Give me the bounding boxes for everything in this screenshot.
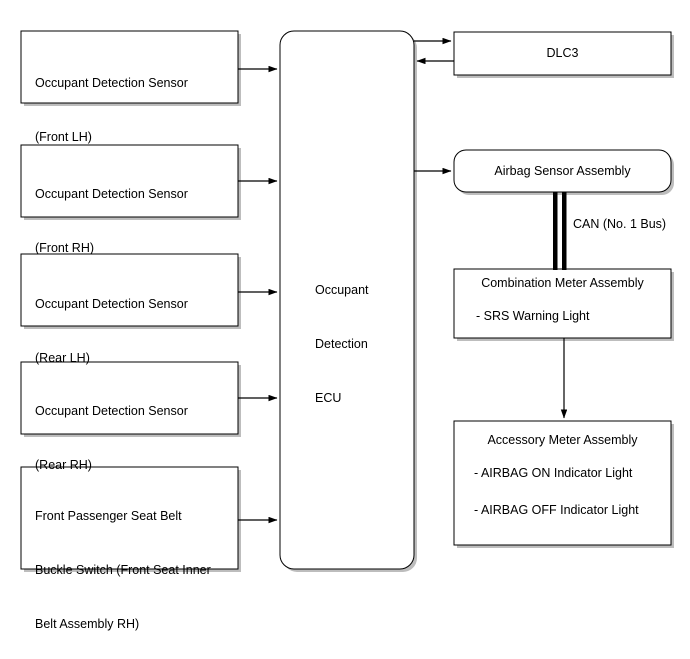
combination-meter-assembly-item-srs-warning-light: - SRS Warning Light	[476, 309, 590, 323]
ecu-label-line2: Detection	[315, 337, 368, 351]
output-box-airbag-sensor-assembly[interactable]	[453, 149, 674, 195]
input-label-line1: Occupant Detection Sensor	[35, 297, 188, 311]
input-label-occupant-detection-sensor-front-rh: Occupant Detection Sensor (Front RH)	[35, 149, 235, 293]
input-label-front-passenger-seat-belt-buckle-switch: Front Passenger Seat Belt Buckle Switch …	[35, 471, 240, 659]
input-box-front-passenger-seat-belt-buckle-switch[interactable]	[20, 466, 241, 572]
input-box-occupant-detection-sensor-rear-lh[interactable]	[20, 253, 241, 329]
can-bus-label: CAN (No. 1 Bus)	[573, 217, 667, 231]
input-box-occupant-detection-sensor-rear-rh[interactable]	[20, 361, 241, 437]
ecu-label-line3: ECU	[315, 391, 342, 405]
airbag-sensor-assembly-label: Airbag Sensor Assembly	[494, 164, 631, 178]
input-label-line1: Occupant Detection Sensor	[35, 404, 188, 418]
input-label-line1: Front Passenger Seat Belt	[35, 509, 182, 523]
output-box-accessory-meter-assembly[interactable]	[453, 420, 674, 548]
accessory-meter-assembly-item-airbag-on-indicator-light: - AIRBAG ON Indicator Light	[474, 466, 633, 480]
can-bus-line	[553, 192, 567, 270]
combination-meter-assembly-title: Combination Meter Assembly	[481, 276, 644, 290]
input-label-line2: (Front LH)	[35, 130, 92, 144]
input-label-line3: Belt Assembly RH)	[35, 617, 140, 631]
input-label-occupant-detection-sensor-front-lh: Occupant Detection Sensor (Front LH)	[35, 38, 235, 182]
output-box-dlc3[interactable]	[453, 31, 674, 78]
input-label-line2: (Rear LH)	[35, 351, 90, 365]
accessory-meter-assembly-title: Accessory Meter Assembly	[487, 433, 638, 447]
accessory-meter-assembly-item-airbag-off-indicator-light: - AIRBAG OFF Indicator Light	[474, 503, 639, 517]
input-label-occupant-detection-sensor-rear-lh: Occupant Detection Sensor (Rear LH)	[35, 259, 235, 403]
input-label-line1: Occupant Detection Sensor	[35, 76, 188, 90]
input-label-line2: (Rear RH)	[35, 458, 92, 472]
ecu-box-occupant-detection-ecu[interactable]	[279, 30, 417, 572]
input-label-line1: Occupant Detection Sensor	[35, 187, 188, 201]
ecu-label: Occupant Detection ECU	[315, 245, 415, 443]
input-label-occupant-detection-sensor-rear-rh: Occupant Detection Sensor (Rear RH)	[35, 366, 235, 510]
input-box-occupant-detection-sensor-front-lh[interactable]	[20, 30, 241, 106]
input-label-line2: Buckle Switch (Front Seat Inner	[35, 563, 211, 577]
dlc3-label: DLC3	[546, 46, 579, 60]
input-box-occupant-detection-sensor-front-rh[interactable]	[20, 144, 241, 220]
ecu-label-line1: Occupant	[315, 283, 369, 297]
input-label-line2: (Front RH)	[35, 241, 95, 255]
